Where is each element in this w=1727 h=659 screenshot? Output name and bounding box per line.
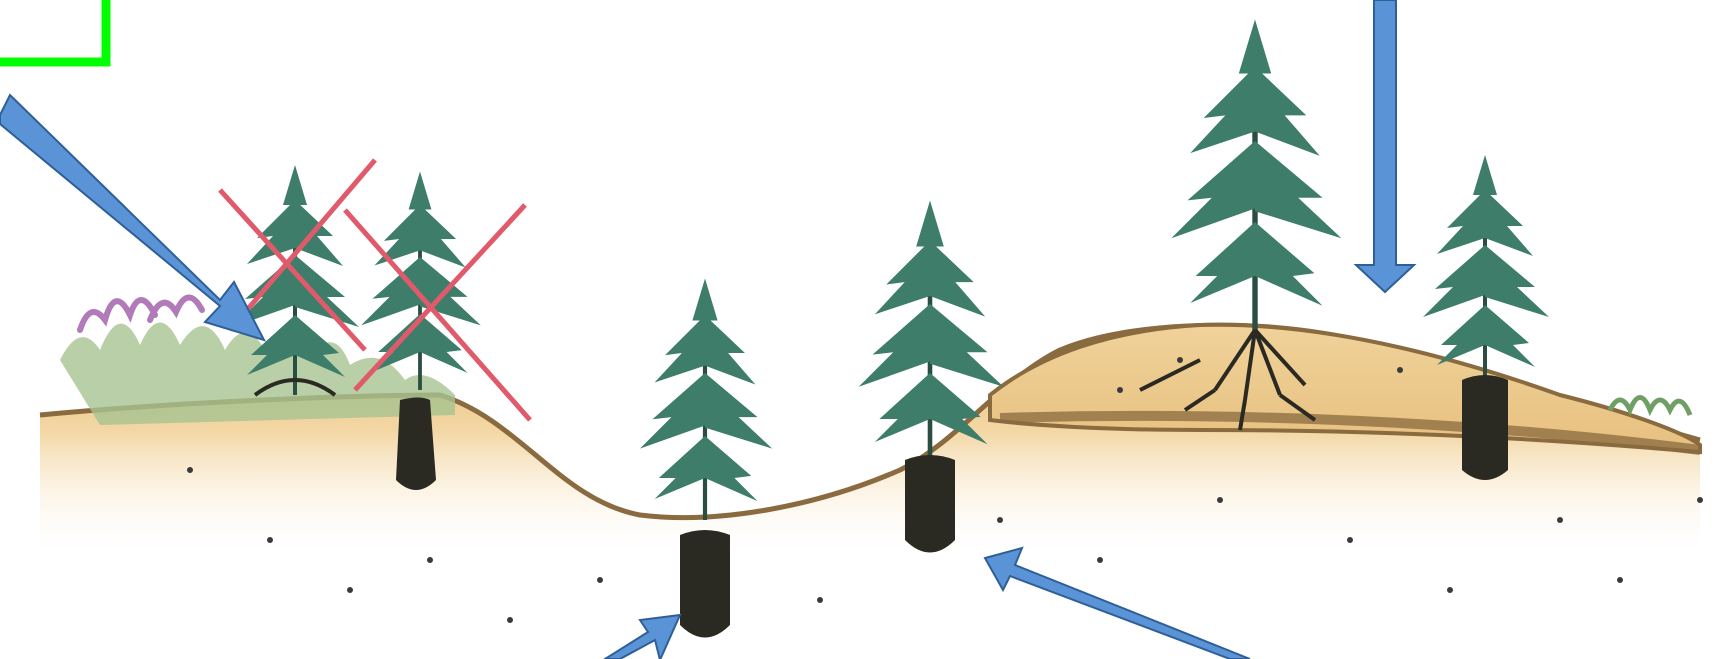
root-ball-icon <box>1462 375 1508 480</box>
root-ball-icon <box>396 398 436 491</box>
root-ball-icon <box>905 455 955 553</box>
root-ball-icon <box>680 530 730 638</box>
